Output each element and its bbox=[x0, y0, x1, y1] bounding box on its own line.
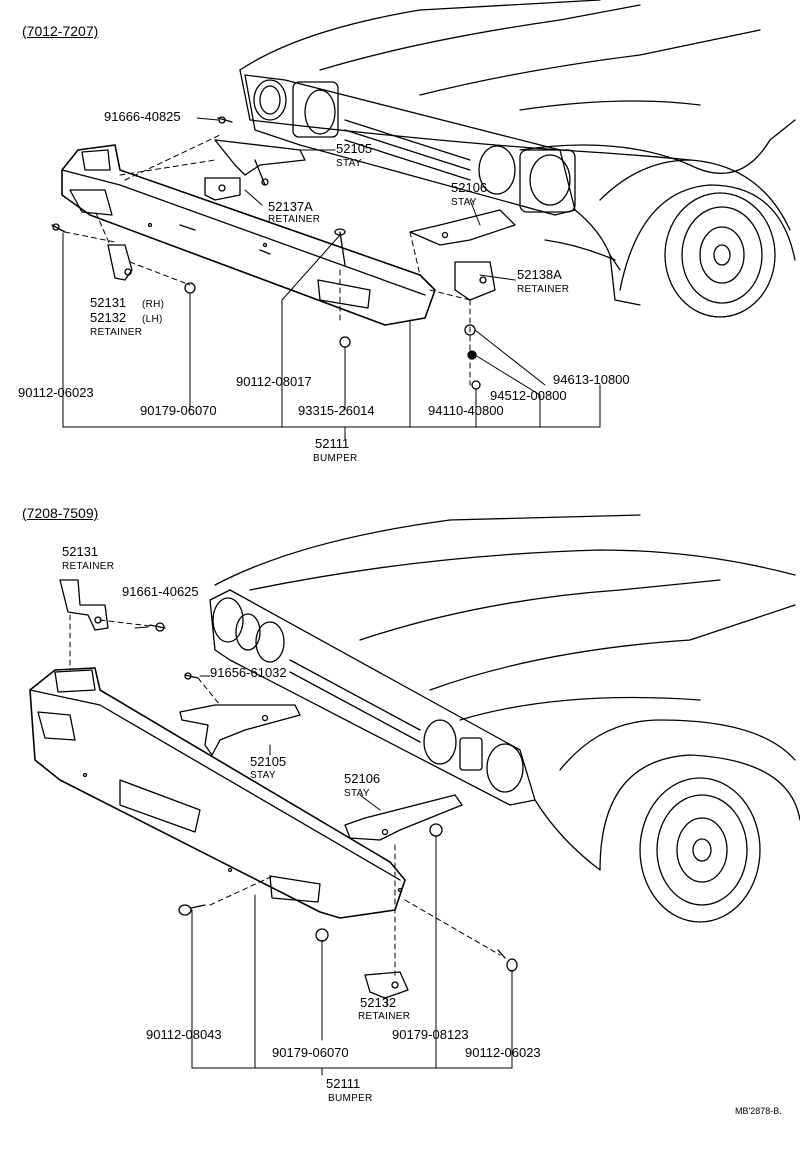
bottom-bumper bbox=[29, 667, 406, 919]
part-label: 94110-40800 bbox=[428, 403, 504, 418]
part-desc: RETAINER bbox=[517, 284, 570, 295]
part-label: 52106 bbox=[451, 180, 488, 195]
part-label: 91661-40625 bbox=[122, 584, 199, 599]
part-label: 52131 bbox=[90, 295, 127, 310]
top-bumper bbox=[61, 144, 436, 326]
part-desc: (RH) bbox=[142, 299, 165, 310]
part-label: 90112-06023 bbox=[18, 385, 94, 400]
part-label: 52138A bbox=[517, 267, 562, 282]
part-label: 90179-08123 bbox=[392, 1027, 469, 1042]
part-desc: RETAINER bbox=[358, 1011, 411, 1022]
part-label: 94613-10800 bbox=[553, 372, 630, 387]
part-label: 52111 bbox=[315, 436, 350, 451]
part-label: 90112-06023 bbox=[465, 1045, 541, 1060]
part-desc: STAY bbox=[451, 197, 477, 208]
top-stays-retainers bbox=[51, 116, 516, 390]
section-title-bottom: (7208-7509) bbox=[22, 505, 99, 521]
part-desc: RETAINER bbox=[268, 214, 321, 225]
part-label: 52106 bbox=[344, 771, 381, 786]
bottom-stays-retainers bbox=[59, 579, 518, 999]
part-label: 94512-00800 bbox=[490, 388, 567, 403]
bottom-car-body bbox=[209, 514, 800, 923]
part-label: 93315-26014 bbox=[298, 403, 375, 418]
top-leader-lines bbox=[62, 117, 601, 441]
part-label: 52105 bbox=[336, 141, 373, 156]
top-car-body bbox=[239, 0, 796, 318]
part-desc: BUMPER bbox=[313, 453, 358, 464]
part-desc: RETAINER bbox=[62, 561, 115, 572]
bottom-leader-lines bbox=[69, 614, 513, 1076]
part-desc: BUMPER bbox=[328, 1093, 373, 1104]
part-label: 91666-40825 bbox=[104, 109, 181, 124]
part-label: 90112-08017 bbox=[236, 374, 312, 389]
part-desc: STAY bbox=[250, 770, 276, 781]
part-label: 91656-61032 bbox=[210, 665, 287, 680]
part-label: 52111 bbox=[326, 1076, 361, 1091]
part-desc: STAY bbox=[336, 158, 362, 169]
part-label: 52132 bbox=[360, 995, 397, 1010]
part-label: 52105 bbox=[250, 754, 287, 769]
part-desc: STAY bbox=[344, 788, 370, 799]
part-label: 90112-08043 bbox=[146, 1027, 222, 1042]
part-label: 52137A bbox=[268, 199, 313, 214]
part-label: 90179-06070 bbox=[140, 403, 217, 418]
figure-code: MB'2878-B. bbox=[735, 1106, 782, 1116]
part-label: 52131 bbox=[62, 544, 99, 559]
part-desc: (LH) bbox=[142, 314, 163, 325]
part-label: 90179-06070 bbox=[272, 1045, 349, 1060]
part-label: 52132 bbox=[90, 310, 127, 325]
part-desc: RETAINER bbox=[90, 327, 143, 338]
section-title-top: (7012-7207) bbox=[22, 23, 99, 39]
